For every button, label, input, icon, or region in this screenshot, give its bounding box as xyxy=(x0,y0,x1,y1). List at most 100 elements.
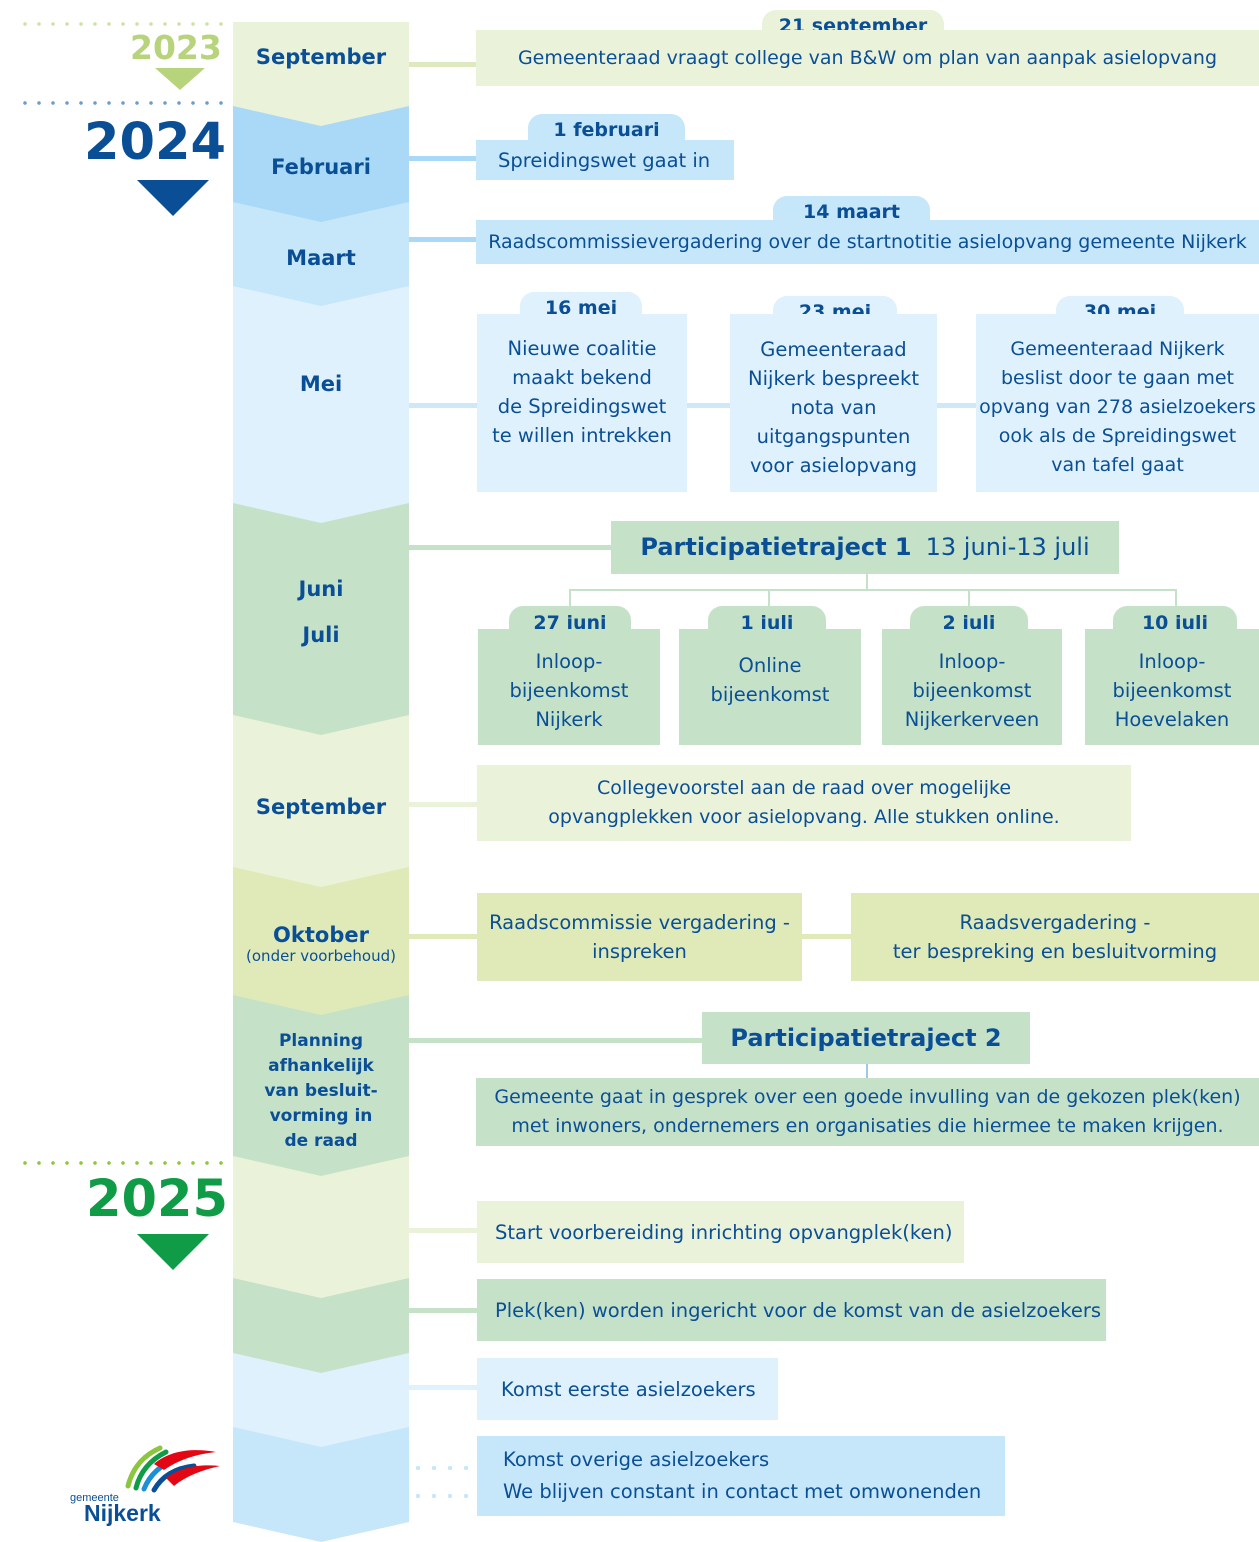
event-box-ingericht: Plek(ken) worden ingericht voor de komst… xyxy=(477,1279,1106,1341)
connector-jun xyxy=(405,545,615,550)
month-label-maart: Maart xyxy=(286,246,356,270)
month-label-februari: Februari xyxy=(271,155,371,179)
session-line: bijeenkomst xyxy=(912,678,1032,702)
planning-line-1: Planning xyxy=(278,1031,364,1051)
connector-sep2024 xyxy=(405,802,479,807)
event-line: inspreken xyxy=(592,940,687,963)
event-line: opvang van 278 asielzoekers xyxy=(979,395,1256,418)
session-line: Hoevelaken xyxy=(1114,707,1230,731)
month-segment-juni-juli: Juni Juli xyxy=(233,500,409,735)
event-line: Raadsvergadering - xyxy=(959,911,1151,934)
event-text-21-september: Gemeenteraad vraagt college van B&W om p… xyxy=(517,46,1218,69)
event-line: opvangplekken voor asielopvang. Alle stu… xyxy=(548,806,1060,828)
tree-drop-1 xyxy=(569,589,571,607)
session-line: Online xyxy=(738,654,802,677)
event-line: van tafel gaat xyxy=(1051,453,1184,476)
participatie-2-body: Gemeente gaat in gesprek over een goede … xyxy=(476,1078,1259,1146)
event-line: Nijkerk bespreekt xyxy=(748,366,919,390)
month-segment-mei: Mei xyxy=(233,283,409,523)
event-line: maakt bekend xyxy=(512,366,652,389)
year-2024-arrow-icon xyxy=(137,180,209,216)
dotted-connector-overige-1 xyxy=(410,1466,474,1470)
event-text: Komst eerste asielzoekers xyxy=(501,1377,756,1401)
event-line: Gemeenteraad Nijkerk xyxy=(1010,337,1225,360)
session-line: Inloop- xyxy=(535,649,603,673)
planning-line-3: van besluit- xyxy=(264,1081,378,1101)
month-label-juli: Juli xyxy=(302,622,340,647)
event-line: Gemeente gaat in gesprek over een goede … xyxy=(494,1086,1241,1108)
participatie-1-title: Participatietraject 1 xyxy=(640,533,912,561)
event-line: de Spreidingswet xyxy=(497,395,667,418)
event-line: te willen intrekken xyxy=(492,424,672,447)
event-box-collegevoorstel: Collegevoorstel aan de raad over mogelij… xyxy=(477,765,1131,841)
session-line: Inloop- xyxy=(938,649,1006,673)
event-text-1-februari: Spreidingswet gaat in xyxy=(498,148,711,172)
month-label-oktober: Oktober xyxy=(273,923,369,947)
session-line: Nijkerk xyxy=(535,707,603,731)
tree-bar xyxy=(569,589,1177,591)
connector-sep2023 xyxy=(405,62,477,67)
event-text: Plek(ken) worden ingericht voor de komst… xyxy=(495,1298,1102,1322)
month-label-mei: Mei xyxy=(299,372,343,396)
event-text: Start voorbereiding inrichting opvangple… xyxy=(495,1220,953,1244)
month-segment-planning: Planning afhankelijk van besluit- vormin… xyxy=(233,993,409,1176)
event-text-14-maart: Raadscommissievergadering over de startn… xyxy=(488,230,1247,253)
year-2024: 2024 xyxy=(84,113,226,172)
month-label-september-2023: September xyxy=(255,45,387,69)
tree-stem xyxy=(866,574,868,590)
event-line: ook als de Spreidingswet xyxy=(998,424,1237,447)
dotted-divider-2025 xyxy=(18,1161,236,1165)
connector-eerste xyxy=(405,1385,479,1390)
event-line: beslist door te gaan met xyxy=(1000,366,1234,389)
connector-feb xyxy=(405,156,477,161)
month-segment-september-2023: September xyxy=(233,22,409,126)
month-label-juni: Juni xyxy=(298,576,344,601)
event-box-overige-asielzoekers: Komst overige asielzoekers We blijven co… xyxy=(477,1436,1005,1516)
planning-line-2: afhankelijk xyxy=(268,1056,374,1076)
participatie-1-period: 13 juni-13 juli xyxy=(925,533,1090,561)
event-line: voor asielopvang xyxy=(749,453,918,477)
month-segment-maart: Maart xyxy=(233,200,409,306)
planning-line-5: de raad xyxy=(284,1131,358,1151)
session-line: Inloop- xyxy=(1138,649,1206,673)
event-box-30-mei: Gemeenteraad Nijkerk beslist door te gaa… xyxy=(976,314,1259,492)
event-line: met inwoners, ondernemers en organisatie… xyxy=(511,1115,1224,1137)
event-line: uitgangspunten xyxy=(756,424,911,448)
session-box-1-juli: Online bijeenkomst xyxy=(679,629,861,745)
connector-mar xyxy=(405,237,477,242)
logo-flag-icon xyxy=(125,1445,220,1493)
event-line: Raadscommissie vergadering - xyxy=(489,911,790,934)
dotted-divider-2024 xyxy=(18,101,236,105)
event-line: nota van xyxy=(790,395,877,419)
month-label-september-2024: September xyxy=(255,794,387,819)
event-box-eerste-asielzoekers: Komst eerste asielzoekers xyxy=(477,1358,778,1420)
event-box-16-mei: Nieuwe coalitie maakt bekend de Spreidin… xyxy=(477,314,687,492)
dotted-connector-overige-2 xyxy=(410,1494,474,1498)
event-box-23-mei: Gemeenteraad Nijkerk bespreekt nota van … xyxy=(730,314,937,492)
connector-planning xyxy=(405,1038,705,1043)
year-2025-arrow-icon xyxy=(137,1234,209,1270)
event-line: Collegevoorstel aan de raad over mogelij… xyxy=(596,777,1012,799)
session-line: bijeenkomst xyxy=(710,683,830,706)
session-box-27-juni: Inloop- bijeenkomst Nijkerk xyxy=(478,629,660,745)
event-line: Komst overige asielzoekers xyxy=(503,1448,770,1471)
month-note-oktober: (onder voorbehoud) xyxy=(246,947,396,965)
logo-name: Nijkerk xyxy=(84,1500,161,1526)
event-line: Nieuwe coalitie xyxy=(507,337,657,360)
month-segment-2025-start xyxy=(233,1154,409,1298)
event-line: ter bespreking en besluitvorming xyxy=(892,940,1218,963)
month-segment-september-2024: September xyxy=(233,712,409,887)
event-box-raadsvergadering: Raadsvergadering - ter bespreking en bes… xyxy=(851,893,1259,981)
event-box-raadscommissie: Raadscommissie vergadering - inspreken xyxy=(477,893,802,981)
event-box-21-september: Gemeenteraad vraagt college van B&W om p… xyxy=(476,30,1259,86)
participatie-2-header: Participatietraject 2 xyxy=(702,1012,1030,1064)
participatie-1-header: Participatietraject 1 13 juni-13 juli xyxy=(611,521,1119,574)
event-line: We blijven constant in contact met omwon… xyxy=(503,1480,982,1503)
event-box-start-voorbereiding: Start voorbereiding inrichting opvangple… xyxy=(477,1201,964,1263)
logo-small-text: gemeente xyxy=(70,1492,119,1504)
event-box-14-maart: Raadscommissievergadering over de startn… xyxy=(476,220,1259,264)
session-line: bijeenkomst xyxy=(509,678,629,702)
connector-start xyxy=(405,1228,479,1233)
participatie-2-stem xyxy=(866,1064,868,1080)
